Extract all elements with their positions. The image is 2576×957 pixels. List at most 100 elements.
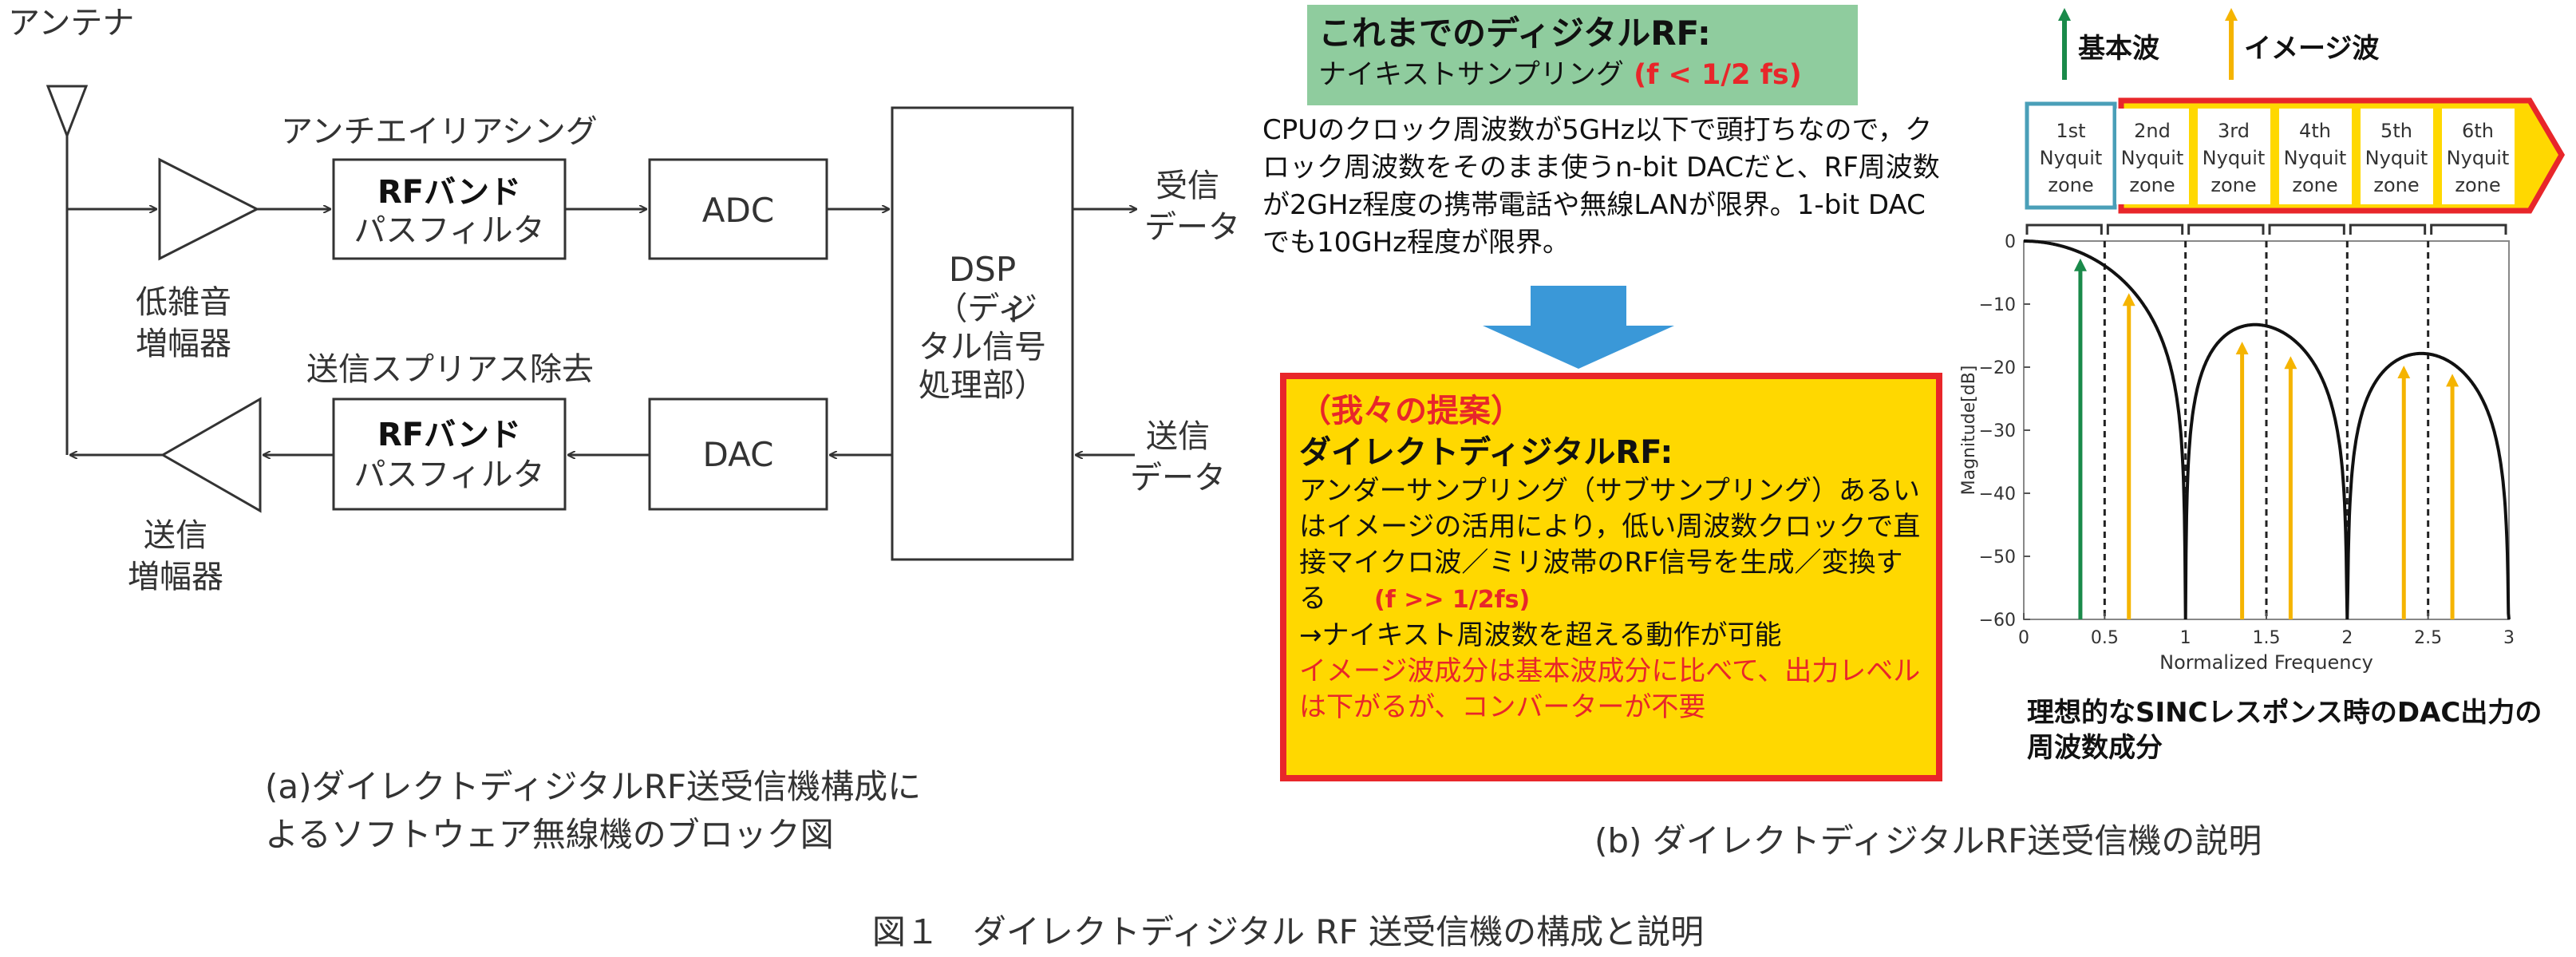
zone-bracket-4 [2268, 223, 2345, 235]
antenna-icon [45, 85, 89, 140]
sinc-chart: 0 0.5 1 1.5 2 2.5 3 0 −10 −20 −30 −40 −50 −60Normaliz… [1959, 223, 2515, 674]
zone-bracket-3 [2187, 223, 2265, 235]
caption-b: (b) ダイレクトディジタルRF送受信機の説明 [1594, 821, 2262, 860]
zone-label-3-order: 3rd [2218, 120, 2250, 142]
zone-label-2-nyquit: Nyquit [2121, 147, 2184, 169]
pa-amplifier-icon [160, 397, 262, 513]
y-tick-label: −30 [1979, 421, 2016, 441]
zone-label-2-order: 2nd [2134, 120, 2171, 142]
zone-box-4 [2279, 109, 2352, 204]
proposal-heading: （我々の提案） [1299, 393, 1523, 429]
zone-label-2-zone: zone [2129, 174, 2175, 196]
zone-box-5 [2361, 109, 2433, 204]
pa-label-1: 送信 [144, 517, 207, 554]
block-diagram [45, 85, 1136, 561]
spur-label: 送信スプリアス除去 [306, 351, 594, 388]
y-axis-label: Magnitude[dB] [1959, 366, 1979, 496]
figure-caption: 図１ ダイレクトディジタル RF 送受信機の構成と説明 [872, 912, 1704, 951]
zone-box-3 [2198, 109, 2270, 204]
antenna-label: アンテナ [8, 5, 134, 42]
zone-label-4-order: 4th [2299, 120, 2331, 142]
pa-label-2: 増幅器 [128, 559, 223, 595]
zone-label-6-order: 6th [2462, 120, 2494, 142]
zone-label-6-zone: zone [2455, 174, 2500, 196]
proposal-formula: (f >> 1/2fs) [1374, 586, 1531, 614]
y-tick-label: −60 [1979, 611, 2016, 631]
lna-amplifier-icon [158, 157, 260, 261]
y-tick-label: −10 [1979, 295, 2016, 315]
y-tick-label: −50 [1979, 548, 2016, 567]
x-tick-label: 1 [2180, 628, 2191, 648]
dac-label: DAC [703, 435, 774, 474]
zone-box-6 [2442, 109, 2515, 204]
nyquist-subtitle: ナイキストサンプリング (f < 1/2 fs) [1318, 54, 1847, 96]
rx-data-label-2: データ [1144, 209, 1240, 246]
proposal-title: ダイレクトディジタルRF: [1299, 434, 1673, 471]
down-arrow-icon [1483, 286, 1674, 369]
proposal-red-note: イメージ波成分は基本波成分に比べて、出力レベルは下がるが、コンバーターが不要 [1299, 655, 1921, 723]
legend-image: イメージ波 [2244, 33, 2379, 65]
zone-bracket-5 [2349, 223, 2427, 235]
dsp-sub-1: （ディ [935, 291, 1029, 327]
tx-data-label-2: データ [1130, 460, 1226, 496]
x-tick-label: 1.5 [2253, 628, 2281, 648]
y-tick-label: 0 [2005, 232, 2016, 252]
rx-filter-label-1: RFバンド [377, 174, 521, 211]
proposal-box: （我々の提案） ダイレクトディジタルRF: アンダーサンプリング（サブサンプリン… [1280, 373, 1942, 781]
caption-a-2: よるソフトウェア無線機のブロック図 [265, 815, 834, 854]
zone-label-1-zone: zone [2048, 174, 2093, 196]
x-tick-label: 2.5 [2414, 628, 2442, 648]
y-tick-label: −40 [1979, 484, 2016, 504]
tx-data-label-1: 送信 [1146, 418, 1210, 455]
x-axis-label: Normalized Frequency [2159, 651, 2373, 674]
proposal-body-text: アンダーサンプリング（サブサンプリング）あるいはイメージの活用により，低い周波数… [1299, 475, 1921, 615]
zone-label-5-zone: zone [2373, 174, 2419, 196]
x-tick-label: 3 [2503, 628, 2515, 648]
zone-label-1-nyquit: Nyquit [2040, 147, 2103, 169]
dsp-sub-2: ジ [1006, 291, 1037, 327]
nyquist-sub-text: ナイキストサンプリング [1318, 59, 1624, 91]
zone-bracket-1 [2025, 223, 2103, 235]
nyquist-formula: (f < 1/2 fs) [1623, 59, 1802, 91]
sinc-response-line [2024, 239, 2511, 620]
x-tick-label: 2 [2341, 628, 2353, 648]
zone-bracket-2 [2106, 223, 2184, 235]
legend-fundamental: 基本波 [2078, 33, 2159, 65]
zone-label-5-nyquit: Nyquit [2365, 147, 2428, 169]
zone-label-3-nyquit: Nyquit [2203, 147, 2266, 169]
x-tick-label: 0 [2018, 628, 2029, 648]
x-tick-label: 0.5 [2091, 628, 2119, 648]
zone-label-6-nyquit: Nyquit [2447, 147, 2510, 169]
lna-label-2: 増幅器 [136, 326, 231, 362]
dsp-label: DSP [949, 250, 1016, 289]
zone-1st-frame [2025, 101, 2117, 210]
chart-caption-1: 理想的なSINCレスポンス時のDAC出力の [2027, 697, 2542, 729]
chart-caption-2: 周波数成分 [2027, 732, 2163, 764]
tx-filter-label-1: RFバンド [377, 417, 521, 453]
zone-label-5-order: 5th [2380, 120, 2412, 142]
proposal-body: アンダーサンプリング（サブサンプリング）あるいはイメージの活用により，低い周波数… [1299, 473, 1923, 618]
zone-label-1-order: 1st [2056, 120, 2085, 142]
rx-data-label-1: 受信 [1156, 168, 1219, 204]
adc-label: ADC [702, 191, 774, 230]
nyquist-title: これまでのディジタルRF: [1318, 14, 1711, 53]
rx-filter-label-2: パスフィルタ [354, 212, 544, 249]
antialias-label: アンチエイリアシング [281, 113, 598, 150]
nyquist-box: これまでのディジタルRF: ナイキストサンプリング (f < 1/2 fs) [1307, 5, 1858, 105]
cpu-limit-text: CPUのクロック周波数が5GHz以下で頭打ちなので，クロック周波数をそのまま使う… [1262, 114, 1940, 259]
dsp-sub-4: 処理部） [919, 367, 1046, 404]
zone-label-4-zone: zone [2292, 174, 2337, 196]
zone-box-2 [2116, 109, 2189, 204]
tx-filter-label-2: パスフィルタ [354, 457, 544, 493]
dsp-box [891, 106, 1074, 561]
lna-label-1: 低雑音 [136, 284, 231, 321]
caption-a-1: (a)ダイレクトディジタルRF送受信機構成に [265, 767, 921, 806]
zone-label-3-zone: zone [2211, 174, 2256, 196]
y-tick-label: −20 [1979, 358, 2016, 378]
proposal-arrow-line: →ナイキスト周波数を超える動作が可能 [1299, 619, 1782, 651]
zone-label-4-nyquit: Nyquit [2284, 147, 2347, 169]
dsp-sub-3: タル信号 [919, 329, 1046, 366]
zone-bracket-6 [2430, 223, 2507, 235]
